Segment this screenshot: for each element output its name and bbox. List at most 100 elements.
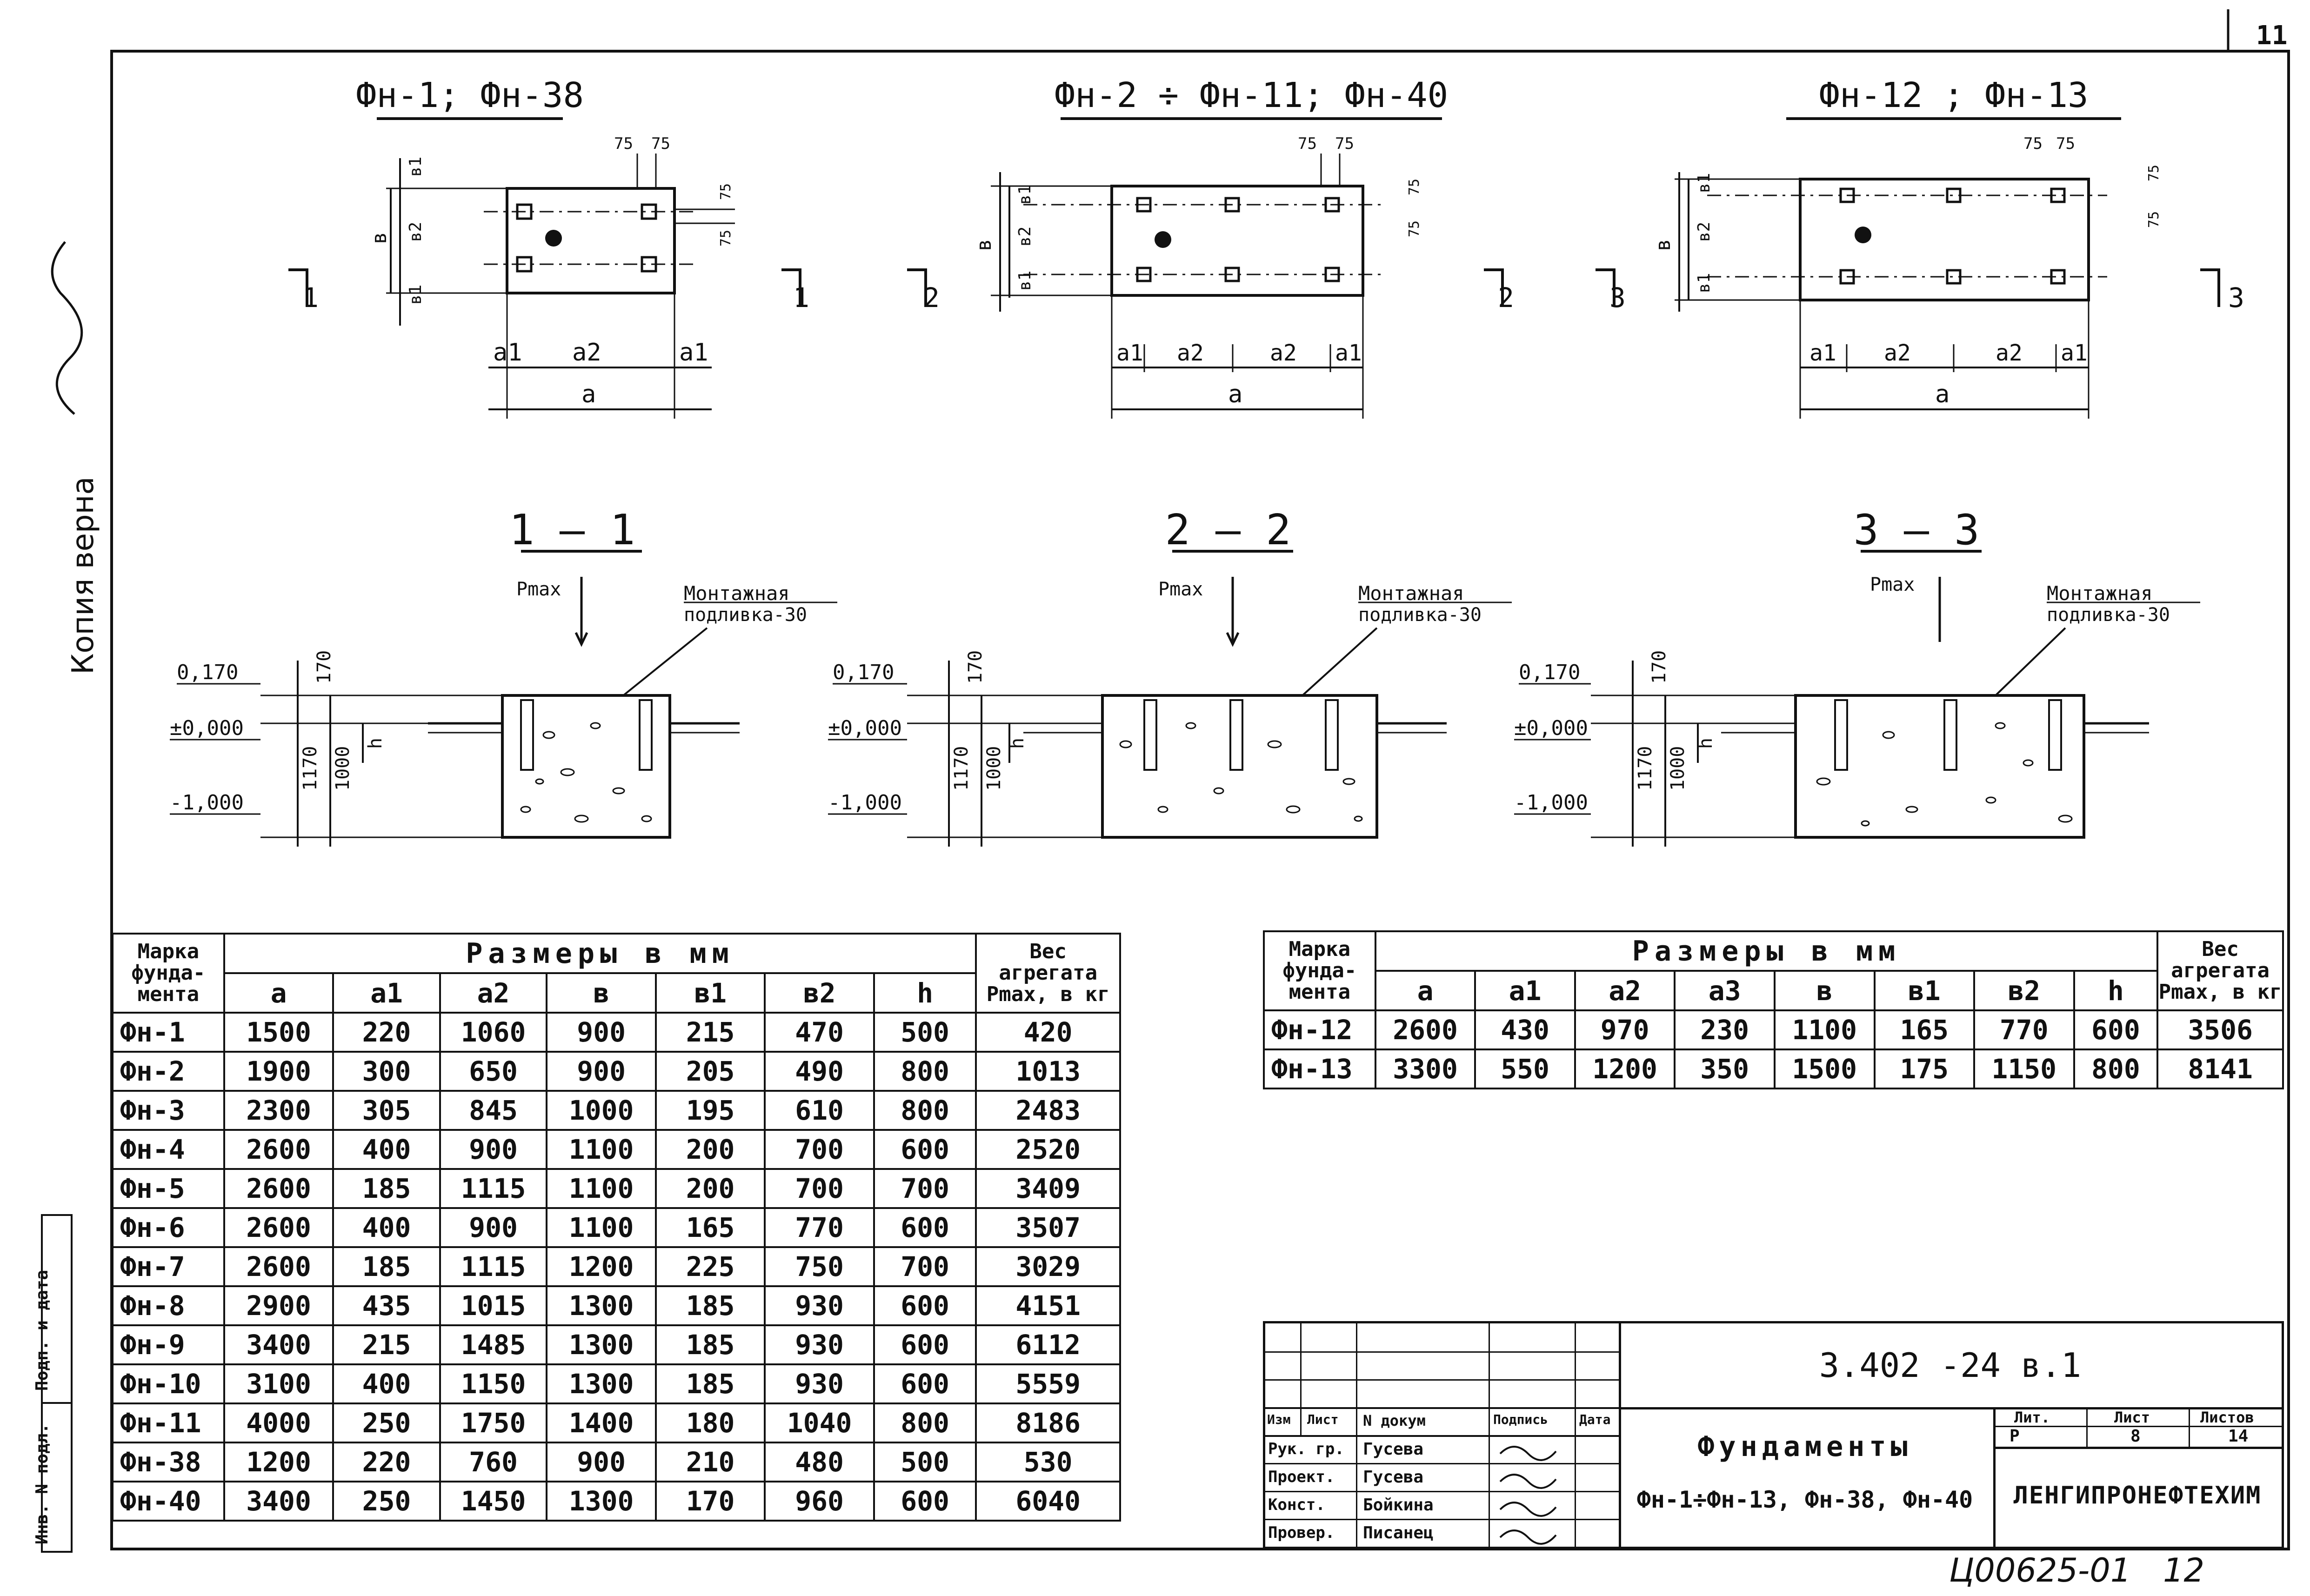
- table-cell: 1300: [546, 1363, 657, 1404]
- table-cell: 4000: [223, 1402, 334, 1443]
- svg-text:подливка-30: подливка-30: [1358, 604, 1482, 626]
- col-head-4: в1: [654, 972, 766, 1014]
- table-cell: 2300: [223, 1090, 334, 1131]
- svg-text:a1: a1: [2061, 340, 2088, 366]
- table-cell: 600: [873, 1481, 977, 1522]
- foundation-outline: [1799, 178, 2090, 301]
- col-head-weight: Вес агрегата Pmax, в кг: [2156, 930, 2284, 1011]
- table-cell: 480: [764, 1442, 875, 1482]
- foundation-block: [1101, 694, 1378, 839]
- svg-text:h: h: [365, 738, 386, 749]
- svg-text:a2: a2: [572, 339, 601, 367]
- sheet-frame: [110, 50, 2290, 1550]
- section-title: 2 — 2: [1165, 506, 1291, 554]
- table-cell: 165: [654, 1207, 766, 1248]
- row-mark: Фн-11: [112, 1402, 225, 1443]
- table-cell: 550: [1474, 1048, 1576, 1089]
- svg-text:75: 75: [2023, 134, 2043, 153]
- table-cell: 400: [332, 1207, 441, 1248]
- organization: ЛЕНГИПРОНЕФТЕХИМ: [2013, 1482, 2262, 1509]
- doc-name-line2: Фн-1÷Фн-13, Фн-38, Фн-40: [1636, 1486, 1973, 1513]
- col-head-6: в2: [1973, 970, 2075, 1011]
- col-head-6: h: [873, 972, 977, 1014]
- table-cell: 600: [873, 1129, 977, 1170]
- svg-text:1000: 1000: [1667, 746, 1689, 791]
- table-cell: 430: [1474, 1009, 1576, 1050]
- table-cell: 1060: [439, 1012, 548, 1053]
- table-cell: 195: [654, 1090, 766, 1131]
- table-cell: 2600: [223, 1207, 334, 1248]
- svg-text:3: 3: [2228, 282, 2244, 314]
- svg-text:a: a: [1935, 381, 1949, 408]
- svg-text:±0,000: ±0,000: [170, 716, 244, 740]
- title-block: Изм Лист N докум Подпись Дата Рук. гр. Г…: [1263, 1321, 2284, 1549]
- table-cell: 215: [332, 1324, 441, 1365]
- svg-text:170: 170: [1649, 650, 1670, 684]
- svg-text:170: 170: [314, 650, 335, 684]
- table-cell: 1200: [546, 1246, 657, 1287]
- plan-title: Фн-12 ; Фн-13: [1819, 75, 2088, 115]
- table-cell: 2600: [223, 1129, 334, 1170]
- archive-page: 12: [2163, 1551, 2204, 1589]
- table-cell: 2600: [1374, 1009, 1476, 1050]
- table-cell: 1900: [223, 1051, 334, 1092]
- table-cell: 600: [873, 1324, 977, 1365]
- table-cell: 2600: [223, 1246, 334, 1287]
- svg-text:в1: в1: [1695, 273, 1714, 293]
- svg-text:Копия верна: Копия верна: [66, 476, 100, 674]
- section-view-3: 3 — 3 Pmax Монтажная подливка-30 0,170 ±…: [1514, 506, 2200, 847]
- row-mark: Фн-7: [112, 1246, 225, 1287]
- svg-text:75: 75: [651, 134, 670, 153]
- table-cell: 500: [873, 1442, 977, 1482]
- table-cell: 400: [332, 1129, 441, 1170]
- col-head-weight: Вес агрегата Pmax, в кг: [975, 933, 1121, 1014]
- svg-text:1170: 1170: [300, 746, 321, 791]
- table-cell: 8141: [2156, 1048, 2284, 1089]
- table-cell: 650: [439, 1051, 548, 1092]
- tb-sheet: 8: [2130, 1427, 2141, 1446]
- table-cell: 305: [332, 1090, 441, 1131]
- copy-note: Копия верна: [51, 241, 100, 674]
- table-cell: 2900: [223, 1285, 334, 1326]
- svg-text:1000: 1000: [983, 746, 1005, 791]
- svg-text:h: h: [1695, 738, 1716, 749]
- svg-text:в1: в1: [1015, 271, 1035, 291]
- table-cell: 800: [873, 1051, 977, 1092]
- table-cell: 220: [332, 1012, 441, 1053]
- table-cell: 3029: [975, 1246, 1121, 1287]
- table-cell: 1400: [546, 1402, 657, 1443]
- table-cell: 760: [439, 1442, 548, 1482]
- tb-head-date: Дата: [1579, 1412, 1611, 1427]
- table-cell: 5559: [975, 1363, 1121, 1404]
- svg-text:0,170: 0,170: [833, 661, 894, 684]
- svg-text:a2: a2: [1884, 340, 1911, 366]
- svg-text:a1: a1: [1116, 340, 1143, 366]
- col-head-3: a3: [1674, 970, 1776, 1011]
- svg-text:75: 75: [718, 230, 734, 247]
- svg-text:в2: в2: [406, 222, 425, 242]
- svg-text:в: в: [972, 239, 996, 252]
- table-cell: 3400: [223, 1324, 334, 1365]
- table-cell: 930: [764, 1285, 875, 1326]
- foundation-block: [1794, 694, 2085, 839]
- table-cell: 180: [654, 1402, 766, 1443]
- table-cell: 230: [1674, 1009, 1776, 1050]
- svg-text:1170: 1170: [951, 746, 972, 791]
- tb-head-list: Лист: [1307, 1412, 1339, 1427]
- row-mark: Фн-4: [112, 1129, 225, 1170]
- plan-title: Фн-2 ÷ Фн-11; Фн-40: [1055, 75, 1448, 115]
- svg-text:75: 75: [1406, 179, 1422, 195]
- svg-text:a: a: [581, 381, 596, 408]
- tb-sheet-head: Лист: [2114, 1409, 2150, 1426]
- col-head-5: в2: [764, 972, 875, 1014]
- table-cell: 700: [764, 1129, 875, 1170]
- table-cell: 250: [332, 1481, 441, 1522]
- table-cell: 1300: [546, 1481, 657, 1522]
- col-head-mark: Марка фунда-мента: [1263, 930, 1376, 1011]
